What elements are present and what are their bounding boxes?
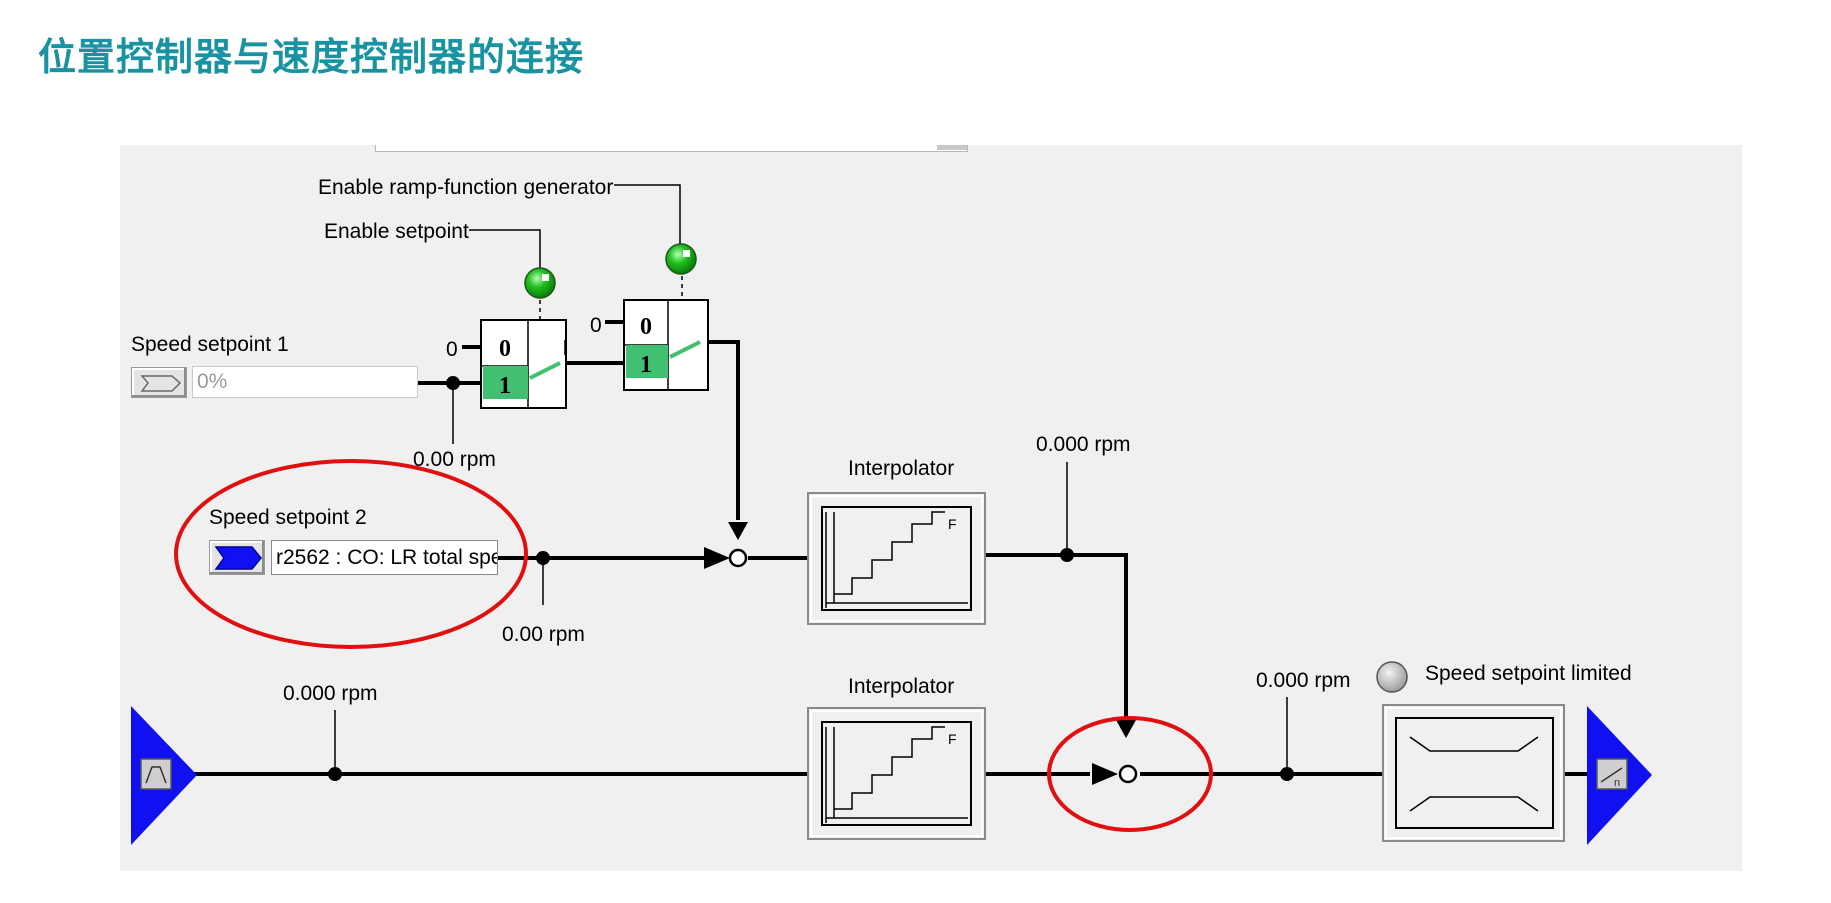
interpolator-lower-label: Interpolator — [848, 675, 955, 698]
output-port[interactable] — [1587, 706, 1652, 845]
arrowheads — [704, 522, 1136, 785]
highlight-annotations — [174, 459, 1213, 832]
speed-setpoint-1-label: Speed setpoint 1 — [131, 333, 289, 356]
readout-lower-input: 0.000 rpm — [283, 682, 378, 705]
interpolator-lower-block[interactable] — [807, 707, 986, 840]
speed-setpoint-2-highlight — [174, 459, 528, 649]
speed-limiter-block[interactable] — [1382, 704, 1565, 842]
page-title: 位置控制器与速度控制器的连接 — [38, 35, 585, 79]
speed-setpoint-2-field[interactable]: r2562 : CO: LR total spe — [271, 540, 498, 575]
switch1-state-0: 0 — [499, 336, 511, 362]
enable-setpoint-label: Enable setpoint — [324, 220, 469, 243]
summing-point-upper — [728, 548, 748, 568]
input-port[interactable] — [131, 706, 197, 845]
interpolator-icon — [825, 726, 968, 823]
ramp-icon — [145, 766, 167, 784]
switch1-state-1: 1 — [499, 373, 511, 399]
summing-point-highlight — [1047, 716, 1213, 832]
limiter-icon — [1409, 736, 1539, 812]
interpolator-icon — [825, 511, 968, 608]
readout-setpoint1: 0.00 rpm — [413, 448, 496, 471]
signal-wires — [190, 340, 1587, 776]
switch2-state-0: 0 — [640, 314, 652, 340]
speed-setpoint-1-source-button[interactable] — [131, 367, 187, 398]
led-leader-lines — [469, 184, 681, 268]
speed-setpoint-limited-led — [1376, 661, 1408, 693]
dropdown-button[interactable] — [937, 145, 967, 150]
dropdown-stub[interactable] — [375, 145, 968, 152]
summing-point-lower — [1118, 764, 1138, 784]
interpolator-lower-icon-letter: F — [948, 731, 957, 747]
speed-setpoint-2-label: Speed setpoint 2 — [209, 506, 367, 529]
speed-setpoint-limited-label: Speed setpoint limited — [1425, 662, 1632, 685]
connector-icon — [140, 375, 182, 392]
speed-setpoint-2-source-button[interactable] — [209, 540, 265, 575]
switch2-zero-input: 0 — [590, 314, 602, 337]
enable-ramp-led — [665, 243, 697, 275]
speed-setpoint-1-field[interactable]: 0% — [192, 366, 418, 398]
interpolator-upper-block[interactable] — [807, 492, 986, 625]
enable-ramp-label: Enable ramp-function generator — [318, 176, 614, 199]
switch-block-1[interactable] — [480, 319, 567, 409]
output-icon-letter: n — [1614, 777, 1620, 789]
readout-interpolator-upper: 0.000 rpm — [1036, 433, 1131, 456]
readout-setpoint2: 0.00 rpm — [502, 623, 585, 646]
junction-dots — [328, 376, 1294, 781]
switch1-zero-input: 0 — [446, 338, 458, 361]
switch-block-2[interactable] — [623, 299, 709, 391]
connector-icon — [214, 546, 262, 570]
enable-setpoint-led — [524, 267, 556, 299]
speed-output-icon — [1600, 767, 1623, 783]
interpolator-upper-label: Interpolator — [848, 457, 955, 480]
readout-before-limiter: 0.000 rpm — [1256, 669, 1351, 692]
interpolator-upper-icon-letter: F — [948, 516, 957, 532]
switch2-state-1: 1 — [640, 352, 652, 378]
